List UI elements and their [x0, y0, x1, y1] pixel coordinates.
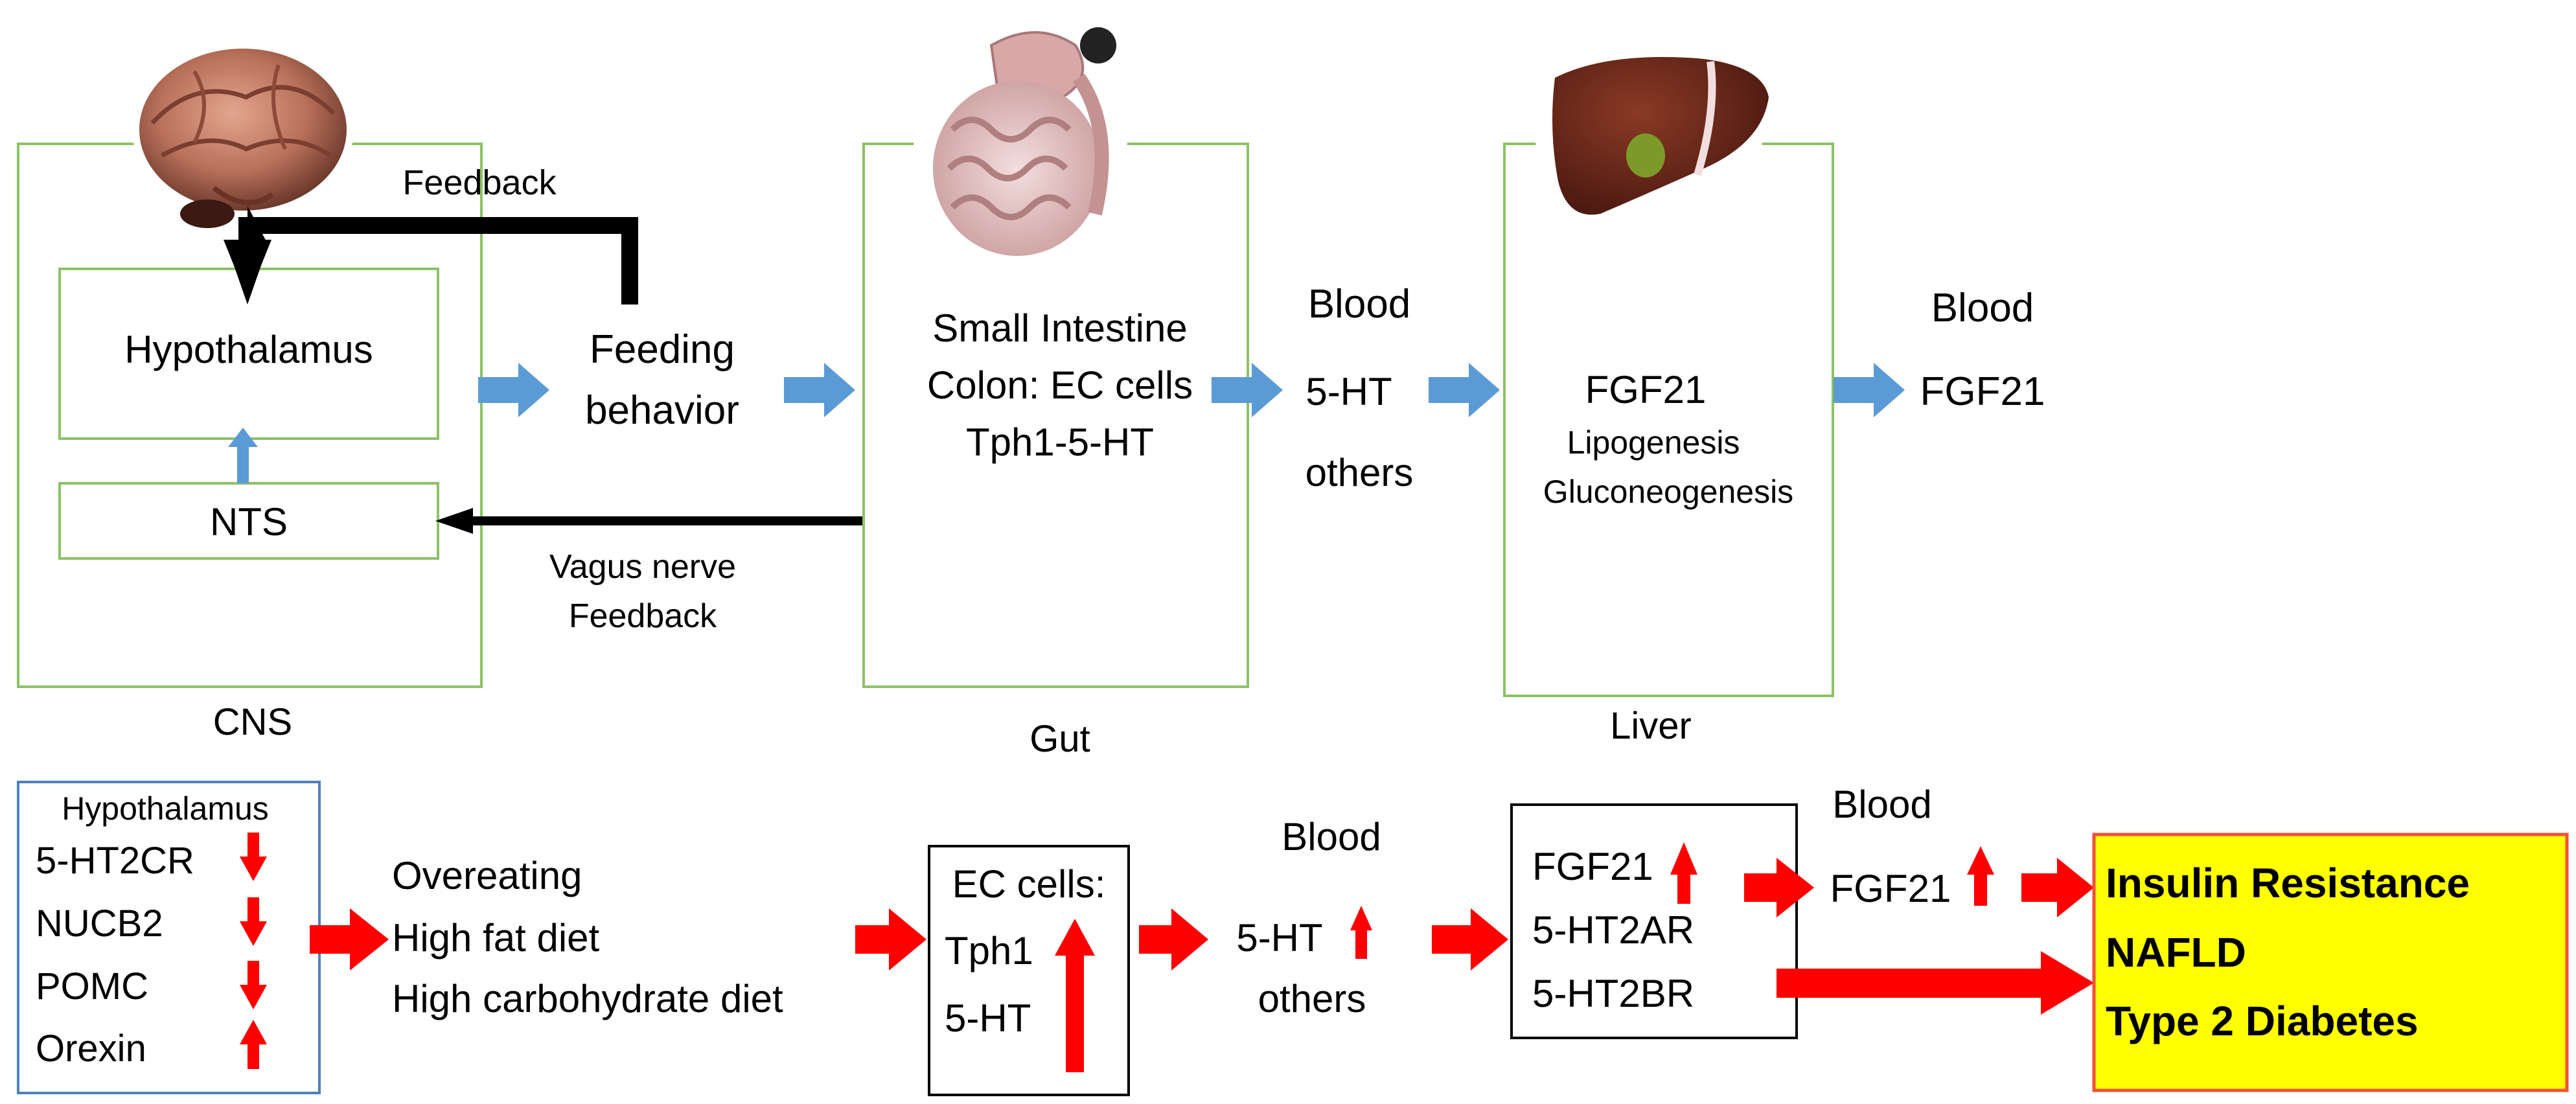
- gut-line2: Colon: EC cells: [927, 363, 1193, 407]
- blood1-line2: others: [1305, 451, 1414, 494]
- diet-to-ec-arrow: [855, 908, 926, 971]
- bottom-blood2-line1: FGF21: [1830, 867, 1951, 910]
- down-arrow-pomc: [240, 961, 267, 1009]
- feeding-line1: Feeding: [590, 327, 735, 372]
- ec-5ht: 5-HT: [945, 996, 1031, 1040]
- vagus-arrow-head: [435, 508, 473, 534]
- feeding-line2: behavior: [585, 388, 739, 433]
- blood-to-liver-arrow: [1429, 363, 1500, 417]
- cns-label: CNS: [213, 701, 292, 743]
- liver-detail-fgf21: FGF21: [1532, 845, 1653, 888]
- bottom-blood1-line2: others: [1258, 977, 1366, 1020]
- liver-line3: Gluconeogenesis: [1543, 474, 1793, 510]
- bottom-blood1-title: Blood: [1282, 815, 1381, 858]
- liver-detail-5ht2ar: 5-HT2AR: [1532, 908, 1694, 952]
- outcome-nafld: NAFLD: [2106, 929, 2246, 976]
- ec-to-blood-arrow: [1139, 908, 1208, 971]
- diet-overeating: Overeating: [392, 854, 582, 897]
- diet-high-carb: High carbohydrate diet: [392, 977, 783, 1020]
- bottom-blood2-title: Blood: [1832, 783, 1931, 826]
- up-arrow-blood2: [1967, 846, 1994, 906]
- blood2-line1: FGF21: [1920, 369, 2045, 414]
- bottom-blood1-line1: 5-HT: [1236, 916, 1322, 960]
- feedback-arrow-line: [247, 217, 638, 305]
- liver-detail-5ht2br: 5-HT2BR: [1532, 972, 1694, 1015]
- ec-tph1: Tph1: [945, 929, 1033, 972]
- liver-to-blood-arrow: [1834, 363, 1905, 417]
- nts-to-hypothalamus-arrow: [228, 428, 258, 483]
- outcome-insulin-resistance: Insulin Resistance: [2106, 860, 2470, 906]
- outcome-box: [2092, 833, 2569, 1092]
- feedback-label: Feedback: [402, 163, 557, 202]
- liver-to-outcome-arrow: [1777, 951, 2094, 1015]
- down-arrow-nucb2: [240, 897, 267, 946]
- blood2-to-outcome-arrow: [2021, 858, 2094, 917]
- liver-line1: FGF21: [1585, 368, 1707, 411]
- up-arrow-blood1: [1350, 906, 1372, 959]
- diet-high-fat: High fat diet: [392, 916, 600, 960]
- brain-icon: [133, 43, 353, 228]
- liver-detail-box: [1510, 803, 1798, 1039]
- intestine-icon: [914, 27, 1127, 259]
- marker-nucb2: NUCB2: [36, 903, 163, 945]
- up-arrow-ec: [1055, 919, 1095, 1072]
- blood-to-liver-box-arrow: [1432, 908, 1508, 971]
- marker-pomc: POMC: [36, 965, 148, 1007]
- nts-label: NTS: [210, 500, 288, 544]
- liver-to-blood2-arrow: [1744, 858, 1814, 917]
- liver-line2: Lipogenesis: [1567, 424, 1740, 461]
- up-arrow-orexin: [240, 1020, 267, 1069]
- liver-box: [1503, 143, 1834, 697]
- hypothalamus-to-diet-arrow: [310, 908, 389, 971]
- liver-icon: [1535, 55, 1769, 224]
- gut-line3: Tph1-5-HT: [966, 420, 1154, 464]
- gut-label: Gut: [1029, 718, 1090, 760]
- vagus-line2: Feedback: [569, 597, 717, 635]
- ec-cells-box: [928, 845, 1130, 1096]
- up-arrow-liver-fgf21: [1670, 842, 1697, 904]
- ec-cells-title: EC cells:: [952, 862, 1106, 906]
- cns-to-feeding-arrow: [478, 363, 549, 417]
- down-arrow-5ht2cr: [240, 833, 267, 881]
- blood2-title: Blood: [1931, 286, 2034, 330]
- blood1-title: Blood: [1308, 282, 1411, 327]
- hypothalamus-label: Hypothalamus: [124, 328, 373, 371]
- marker-5ht2cr: 5-HT2CR: [36, 840, 194, 882]
- gut-to-blood-arrow: [1212, 363, 1283, 417]
- marker-orexin: Orexin: [36, 1028, 146, 1070]
- hypothalamus-detail-title: Hypothalamus: [62, 790, 269, 827]
- liver-label: Liver: [1610, 705, 1692, 747]
- outcome-type2-diabetes: Type 2 Diabetes: [2106, 998, 2419, 1044]
- blood1-line1: 5-HT: [1305, 370, 1392, 413]
- feeding-to-gut-arrow: [784, 363, 855, 417]
- gut-line1: Small Intestine: [932, 306, 1188, 350]
- vagus-line1: Vagus nerve: [549, 548, 736, 586]
